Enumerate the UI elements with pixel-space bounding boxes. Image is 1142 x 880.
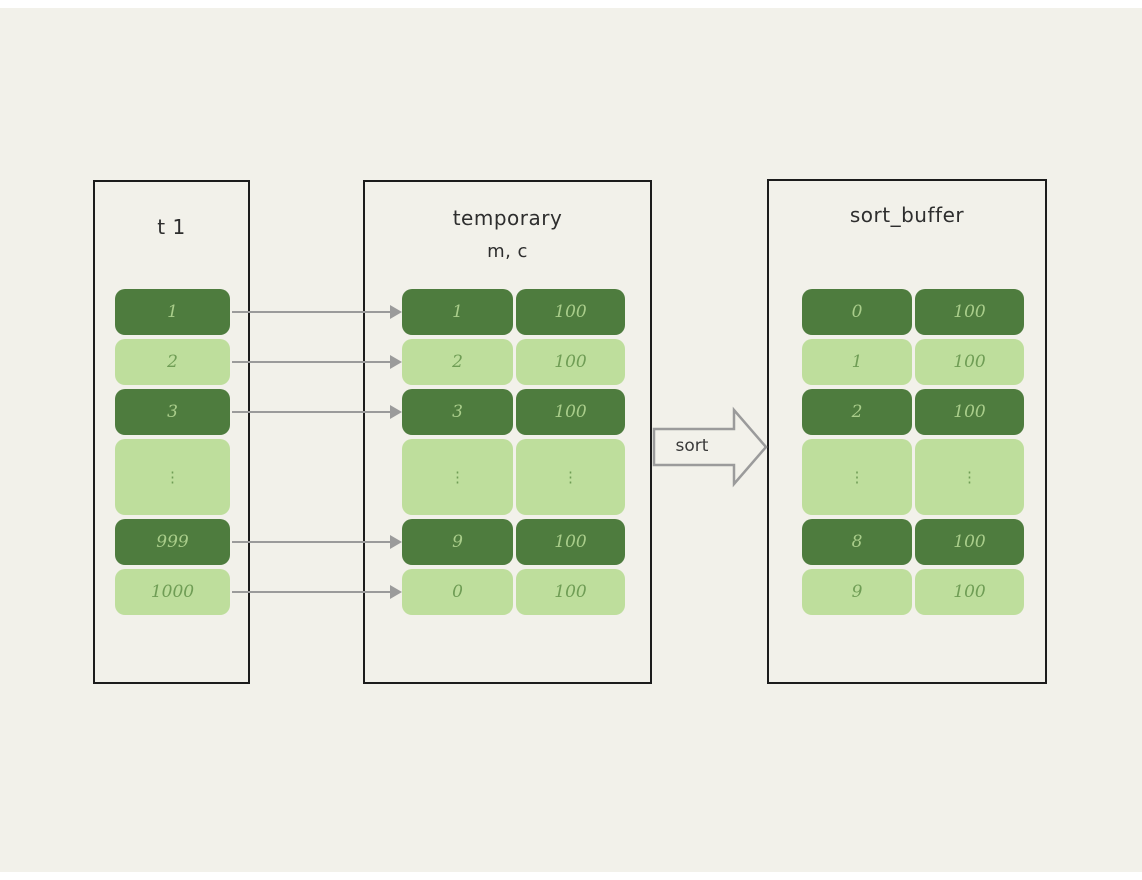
table-cell: 1 [402,289,513,335]
vertical-ellipsis-cell: ⋮ [115,439,230,515]
table-cell: 100 [915,389,1024,435]
panel-temporary-subtitle: m, c [487,241,528,262]
table-cell: 8 [802,519,912,565]
table-cell: 0 [402,569,513,615]
table-cell: 2 [402,339,513,385]
arrowhead-icon [390,305,402,319]
table-cell: 100 [516,519,625,565]
panel-temporary [363,180,652,684]
panel-t1-title: t 1 [157,215,186,239]
vertical-ellipsis-cell: ⋮ [802,439,912,515]
table-cell: 1 [802,339,912,385]
panel-sort-buffer [767,179,1047,684]
table-cell: 1 [115,289,230,335]
connector-line [232,591,390,593]
connector-line [232,361,390,363]
table-cell: 3 [402,389,513,435]
table-cell: 100 [915,289,1024,335]
table-cell: 3 [115,389,230,435]
table-cell: 2 [802,389,912,435]
table-cell: 9 [402,519,513,565]
table-cell: 9 [802,569,912,615]
table-cell: 100 [915,339,1024,385]
connector-line [232,311,390,313]
table-cell: 0 [802,289,912,335]
panel-t1 [93,180,250,684]
table-cell: 100 [915,569,1024,615]
table-cell: 1000 [115,569,230,615]
vertical-ellipsis-cell: ⋮ [915,439,1024,515]
table-cell: 100 [516,389,625,435]
arrowhead-icon [390,355,402,369]
vertical-ellipsis-cell: ⋮ [402,439,513,515]
panel-sort-buffer-title: sort_buffer [849,203,965,227]
table-cell: 100 [516,289,625,335]
table-cell: 2 [115,339,230,385]
sort-block-arrow-icon [652,406,768,488]
arrowhead-icon [390,585,402,599]
arrowhead-icon [390,535,402,549]
arrowhead-icon [390,405,402,419]
connector-line [232,541,390,543]
connector-line [232,411,390,413]
table-cell: 999 [115,519,230,565]
table-cell: 100 [915,519,1024,565]
vertical-ellipsis-cell: ⋮ [516,439,625,515]
table-cell: 100 [516,569,625,615]
panel-temporary-title: temporary [452,206,563,230]
sort-arrow-label: sort [675,436,709,456]
table-cell: 100 [516,339,625,385]
